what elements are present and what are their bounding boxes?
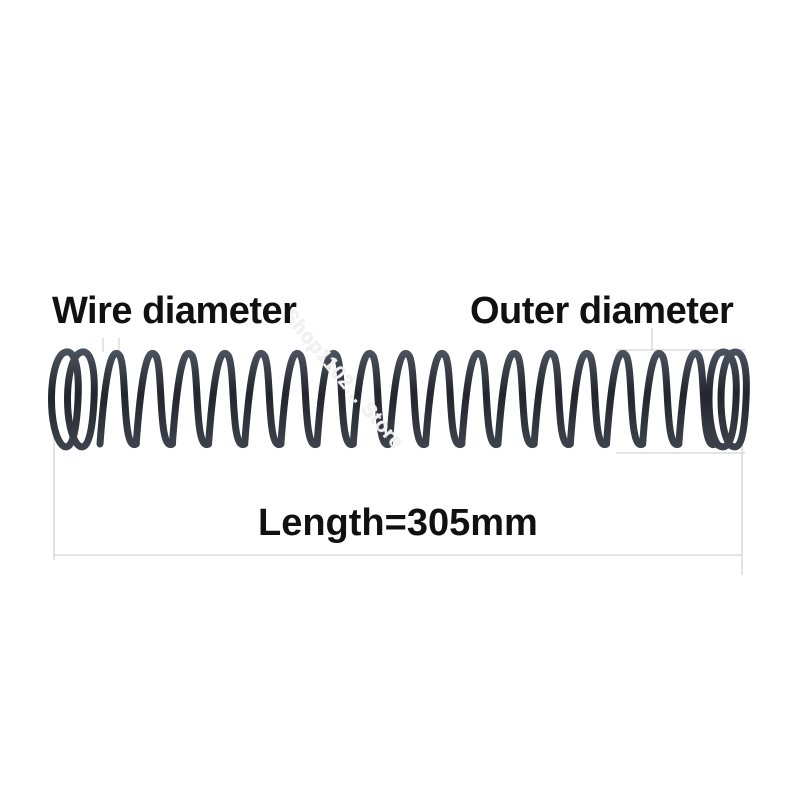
spring-end-coil-left-inner bbox=[64, 348, 98, 451]
wire-diameter-label: Wire diameter bbox=[52, 290, 297, 332]
spring-coil bbox=[132, 349, 176, 448]
spring-coil bbox=[168, 349, 213, 448]
spring-coil bbox=[385, 349, 430, 448]
spring-coil bbox=[566, 349, 610, 448]
spring-coil bbox=[675, 349, 719, 448]
length-label: Length=305mm bbox=[258, 502, 538, 544]
spring-coil bbox=[349, 349, 393, 448]
spring-coil bbox=[422, 349, 466, 448]
spring-coil bbox=[458, 349, 502, 448]
spring-coil bbox=[313, 349, 357, 448]
spring-coil bbox=[494, 349, 538, 448]
spring-coil bbox=[277, 349, 321, 448]
spring-coil bbox=[602, 349, 647, 448]
spring-coil bbox=[241, 349, 285, 448]
spring-coils bbox=[48, 348, 750, 451]
spring-coil bbox=[205, 349, 249, 448]
outer-diameter-label: Outer diameter bbox=[470, 290, 734, 332]
spring-coil bbox=[530, 349, 574, 448]
spring-coil bbox=[639, 349, 683, 448]
spring-coil bbox=[96, 349, 140, 448]
spring-end-coil-right-outer bbox=[717, 348, 750, 451]
dimension-lines bbox=[53, 328, 745, 575]
